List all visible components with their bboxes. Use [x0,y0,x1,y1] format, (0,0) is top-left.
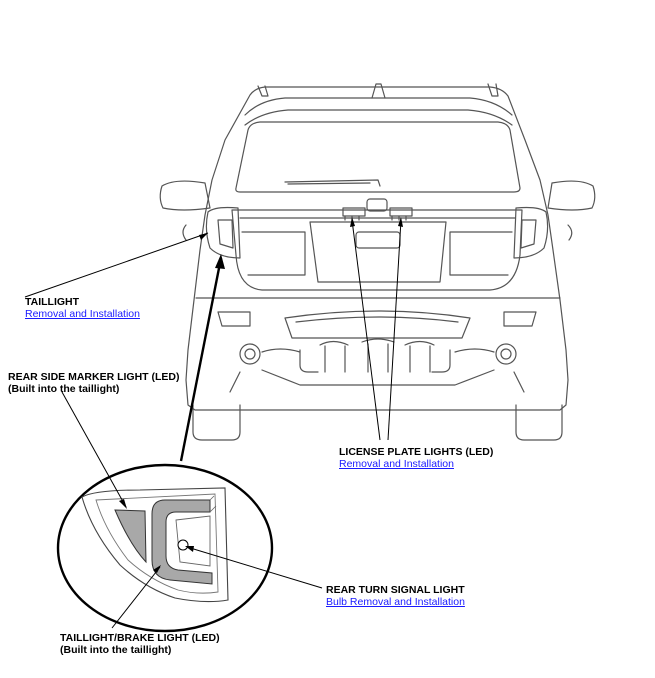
side-marker-callout: REAR SIDE MARKER LIGHT (LED) (Built into… [8,371,180,395]
turn-signal-bulb-removal-link[interactable]: Bulb Removal and Installation [326,596,465,608]
taillight-detail-view [56,463,274,633]
side-marker-title: REAR SIDE MARKER LIGHT (LED) [8,371,180,383]
turn-signal-leader-line [186,546,323,589]
brake-light-subtitle: (Built into the taillight) [60,644,172,656]
turn-signal-title: REAR TURN SIGNAL LIGHT [326,584,465,596]
side-marker-leader-line [61,391,127,508]
license-plate-title: LICENSE PLATE LIGHTS (LED) [339,446,494,458]
turn-signal-bulb [177,539,189,551]
vehicle-rear-view [159,83,596,441]
side-marker-light-shape [114,509,147,564]
turn-signal-callout: REAR TURN SIGNAL LIGHT Bulb Removal and … [326,584,465,608]
taillight-title: TAILLIGHT [25,296,80,308]
license-plate-leader-right [387,219,402,441]
taillight-leader-line [24,232,209,298]
callout-lines [24,217,403,629]
license-plate-removal-link[interactable]: Removal and Installation [339,458,454,470]
taillight-removal-link[interactable]: Removal and Installation [25,308,140,320]
side-marker-subtitle: (Built into the taillight) [8,383,120,395]
brake-light-shape [151,499,213,585]
brake-light-title: TAILLIGHT/BRAKE LIGHT (LED) [60,632,220,644]
brake-light-leader-line [111,566,161,629]
taillight-callout: TAILLIGHT Removal and Installation [25,296,140,320]
license-plate-callout: LICENSE PLATE LIGHTS (LED) Removal and I… [339,446,493,470]
license-plate-leader-left [351,219,381,441]
detail-connector-line [179,257,223,462]
brake-light-callout: TAILLIGHT/BRAKE LIGHT (LED) (Built into … [60,632,220,656]
